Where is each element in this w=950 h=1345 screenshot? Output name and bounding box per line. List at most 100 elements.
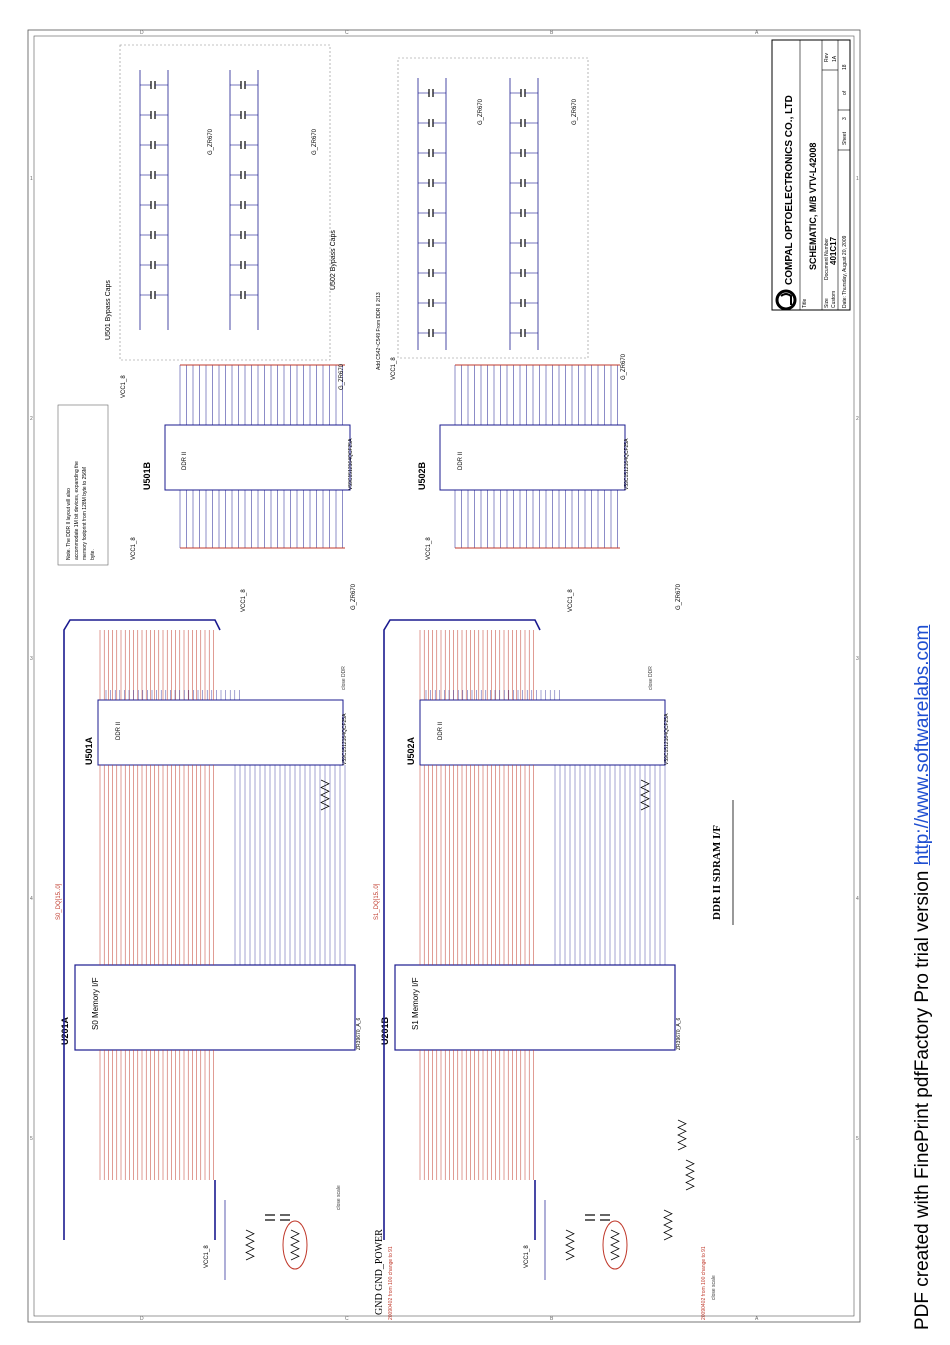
bypass-u501-label: U501 Bypass Caps	[105, 280, 112, 340]
resistor	[663, 1209, 673, 1241]
doc-number-label: Document Number	[824, 238, 830, 280]
vcc-label-6: VCC1_8	[568, 589, 574, 612]
svg-text:1: 1	[856, 176, 859, 182]
gnd-label-8: G_ZR670	[572, 98, 578, 125]
ic-u201a-ref: U201A	[60, 1016, 70, 1045]
svg-text:3: 3	[856, 656, 859, 662]
layout-note: Note. The DDR II layout will also accomm…	[57, 404, 109, 566]
svg-text:D: D	[140, 1316, 144, 1322]
svg-text:D: D	[140, 30, 144, 36]
ic-u502a-ref: U502A	[406, 736, 416, 765]
rev-value: 1A	[832, 55, 838, 62]
sheet-number: 3	[842, 117, 848, 120]
signal-lines	[99, 364, 666, 1180]
svg-text:3: 3	[30, 656, 33, 662]
ic-u201a: U201A S0 Memory I/F ZR39670_A_6	[60, 964, 362, 1051]
power-labels: VCC1_8 VCC1_8 VCC1_8 VCC1_8 VCC1_8 VCC1_…	[121, 98, 682, 1268]
ic-u201a-name: S0 Memory I/F	[91, 977, 100, 1030]
date-value: Thursday, August 20, 2009	[842, 235, 848, 295]
ic-u502a-part: V59C1512164QCF25A	[664, 713, 670, 765]
ic-u502b-part: V59C1512164QCF25A	[624, 438, 630, 490]
change-note-2: 20090402 from 100 change to 91	[701, 1246, 707, 1320]
svg-text:4: 4	[856, 896, 859, 902]
ic-u502b-name: DDR II	[458, 452, 464, 470]
bypass-capacitors	[139, 70, 539, 350]
close-ddr-2: close DDR	[648, 666, 654, 690]
ic-u201b-name: S1 Memory I/F	[411, 977, 420, 1030]
svg-text:A: A	[755, 30, 759, 36]
ic-u501b-name: DDR II	[182, 452, 188, 470]
close-scale-1: close scale	[336, 1185, 342, 1210]
bus-labels: S0_DQ[15..0] S1_DQ[15..0]	[56, 883, 380, 920]
ic-u201b: U201B S1 Memory I/F ZR39670_A_6	[380, 964, 682, 1051]
ic-u501a: U501A DDR II V59C1512164QCF25A	[84, 699, 348, 766]
gnd-power-label: GND GND_POWER	[374, 1229, 385, 1315]
size-label: Size	[824, 298, 830, 308]
note-line-4: byte.	[90, 549, 96, 560]
ic-u502a-name: DDR II	[438, 722, 444, 740]
change-note-1: 20090402 from 100 change to 91	[388, 1246, 394, 1320]
highlight-ellipse	[282, 1220, 308, 1270]
ic-u201b-part: ZR39670_A_6	[676, 1018, 682, 1050]
svg-text:2: 2	[856, 416, 859, 422]
total-sheets: 18	[842, 64, 848, 70]
vcc-label-7: VCC1_8	[204, 1245, 210, 1268]
close-scale-2: close scale	[711, 1275, 717, 1300]
sheet-label: Sheet	[842, 131, 848, 145]
pdf-footer: PDF created with FinePrint pdfFactory Pr…	[912, 625, 934, 1330]
resistor	[565, 1229, 575, 1261]
resistor	[290, 1229, 300, 1261]
doc-number: 401C17	[829, 236, 838, 265]
svg-text:C: C	[345, 30, 349, 36]
bypass-region-u502: U502 Bypass Caps Add C542~C549 From DDR …	[330, 57, 589, 370]
title-label: Title	[802, 299, 808, 308]
date-label: Date:	[842, 296, 848, 308]
vcc-label-3: VCC1_8	[391, 357, 397, 380]
svg-text:B: B	[550, 30, 554, 36]
ic-u501a-part: V59C1512164QCF25A	[342, 713, 348, 765]
rev-label: Rev	[824, 53, 830, 62]
svg-text:B: B	[550, 1316, 554, 1322]
ic-u201b-ref: U201B	[380, 1016, 390, 1045]
gnd-label-4: G_ZR670	[676, 583, 682, 610]
ic-u502b: U502B DDR II V59C1512164QCF25A	[417, 424, 630, 491]
resistor	[685, 1159, 695, 1191]
svg-text:1: 1	[30, 176, 33, 182]
bypass-add-note: Add C542~C549 From DDR II 2/13	[376, 292, 382, 370]
gnd-label-2: G_ZR670	[621, 353, 627, 380]
ic-u501b: U501B DDR II V59C1512164QCF25A	[142, 424, 354, 491]
gnd-label-3: G_ZR670	[351, 583, 357, 610]
resistor	[245, 1229, 255, 1261]
sheet-border	[27, 29, 861, 1323]
resistor	[640, 779, 650, 811]
title-block: COMPAL OPTOELECTRONICS CO., LTD Title SC…	[771, 39, 851, 311]
small-notes: close scale close scale close DDR close …	[336, 666, 717, 1320]
svg-text:5: 5	[856, 1136, 859, 1142]
company-name: COMPAL OPTOELECTRONICS CO., LTD	[784, 95, 795, 285]
s0-bus-label: S0_DQ[15..0]	[56, 883, 62, 920]
s1-bus-label: S1_DQ[15..0]	[374, 883, 380, 920]
gnd-label-6: G_ZR670	[312, 128, 318, 155]
ic-u502b-ref: U502B	[417, 461, 427, 490]
bypass-u502-label: U502 Bypass Caps	[330, 230, 337, 290]
ic-u501b-part: V59C1512164QCF25A	[348, 438, 354, 490]
note-line-2: accommodate 1M bit devices, expanding th…	[74, 461, 80, 560]
ic-u501b-ref: U501B	[142, 461, 152, 490]
svg-text:4: 4	[30, 896, 33, 902]
gnd-label-7: G_ZR670	[478, 98, 484, 125]
resistor	[320, 779, 330, 811]
footer-text: PDF created with FinePrint pdfFactory Pr…	[912, 865, 933, 1330]
company-logo	[775, 289, 797, 311]
gnd-label-1: G_ZR670	[339, 363, 345, 390]
bus-lines	[63, 619, 541, 1240]
svg-text:5: 5	[30, 1136, 33, 1142]
resistor	[610, 1229, 620, 1261]
gnd-label-5: G_ZR670	[208, 128, 214, 155]
vcc-label-4: VCC1_8	[426, 537, 432, 560]
footer-link[interactable]: http://www.softwarelabs.com	[912, 624, 933, 866]
resistor	[677, 1119, 687, 1151]
ic-u201a-part: ZR39670_A_6	[356, 1018, 362, 1050]
svg-text:A: A	[755, 1316, 759, 1322]
note-line-3: memory footprint from 128M byte to 256M	[82, 467, 88, 560]
